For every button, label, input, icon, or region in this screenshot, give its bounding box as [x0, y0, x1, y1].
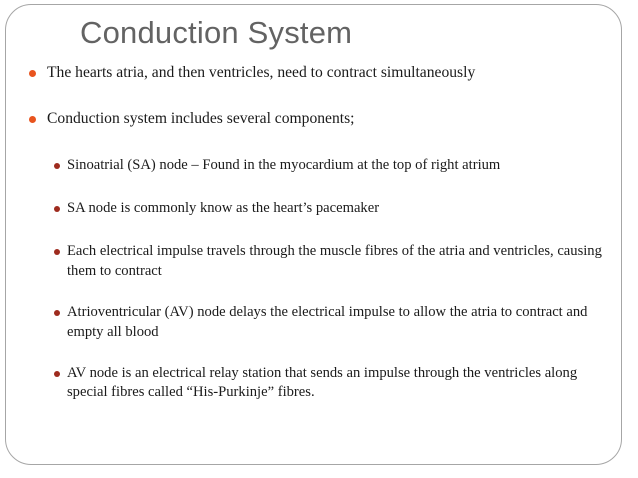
bullet-dot-icon: [29, 116, 36, 124]
list-item-label: SA node is commonly know as the heart’s …: [67, 199, 380, 216]
list-item-label: Sinoatrial (SA) node – Found in the myoc…: [67, 156, 501, 173]
slide-content-body: The hearts atria, and then ventricles, n…: [6, 63, 638, 427]
slide-frame: Conduction System The hearts atria, and …: [5, 4, 622, 465]
list-item: AV node is an electrical relay station t…: [6, 364, 638, 403]
bullet-dot-icon: [54, 370, 60, 377]
list-item: Conduction system includes several compo…: [6, 109, 638, 129]
bullet-dot-icon: [54, 205, 60, 212]
list-item: Atrioventricular (AV) node delays the el…: [6, 303, 638, 342]
bullet-dot-icon: [54, 310, 60, 317]
bullet-dot-icon: [54, 249, 60, 256]
list-item: Sinoatrial (SA) node – Found in the myoc…: [6, 156, 638, 175]
list-item-label: Atrioventricular (AV) node delays the el…: [67, 304, 588, 340]
list-item: SA node is commonly know as the heart’s …: [6, 199, 638, 218]
list-item-label: AV node is an electrical relay station t…: [67, 364, 578, 401]
bullet-dot-icon: [29, 70, 36, 77]
list-item: The hearts atria, and then ventricles, n…: [6, 63, 638, 83]
page-title: Conduction System: [80, 15, 353, 50]
list-item-label: Conduction system includes several compo…: [47, 110, 355, 128]
bullet-dot-icon: [54, 162, 60, 169]
list-item: Each electrical impulse travels through …: [6, 242, 638, 281]
list-item-label: Each electrical impulse travels through …: [67, 243, 602, 279]
list-item-label: The hearts atria, and then ventricles, n…: [47, 64, 476, 81]
